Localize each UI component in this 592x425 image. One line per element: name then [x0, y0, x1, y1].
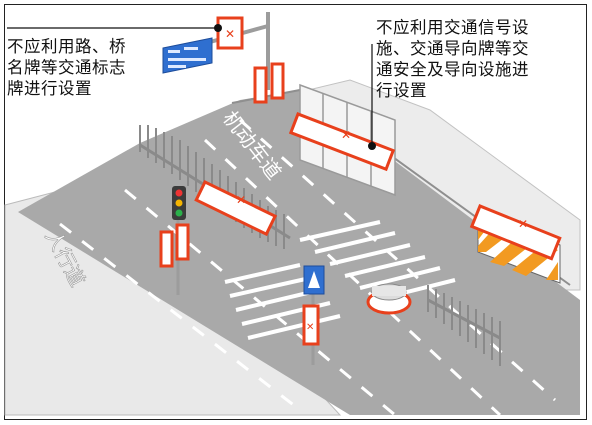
road-name-sign [162, 37, 213, 74]
caption-right-line: 行设置 [376, 81, 427, 100]
pole-plate-right [270, 62, 285, 100]
wall-panel-highlight [288, 112, 396, 172]
crossing-post-plate [302, 304, 320, 346]
caption-right-line: 不应利用交通信号设 [376, 18, 529, 37]
safety-island [366, 283, 412, 315]
caption-right-line: 施、交通导向牌等交 [376, 39, 529, 58]
signal-plate-right [175, 223, 190, 261]
signal-plate-left [159, 230, 174, 268]
caption-left-line: 不应利用路、桥 [7, 37, 126, 56]
caption-left: 不应利用路、桥 名牌等交通标志 牌进行设置 [7, 36, 177, 99]
cross-mark-icon: ✕ [306, 322, 314, 333]
fence-panel-highlight [194, 179, 278, 237]
road-name-sign-text [168, 47, 206, 68]
bridge-name-plate [216, 16, 244, 50]
pedestrian-crossing-icon [308, 271, 320, 288]
zebra-crossing [224, 220, 456, 340]
cross-mark-icon: ✕ [518, 217, 528, 231]
cross-mark-icon: ✕ [341, 128, 351, 142]
caption-right-line: 通安全及导向设施进 [376, 60, 529, 79]
caption-left-line: 名牌等交通标志 [7, 58, 126, 77]
caption-right: 不应利用交通信号设 施、交通导向牌等交 通安全及导向设施进 行设置 [376, 17, 581, 101]
median-fence-right [427, 285, 501, 366]
caption-left-line: 牌进行设置 [7, 79, 92, 98]
cross-mark-icon: ✕ [225, 27, 235, 41]
cross-mark-icon: ✕ [236, 193, 246, 207]
road-surface [18, 90, 580, 415]
pole-plate-left [253, 66, 268, 104]
barrier-top-highlight [469, 204, 562, 261]
